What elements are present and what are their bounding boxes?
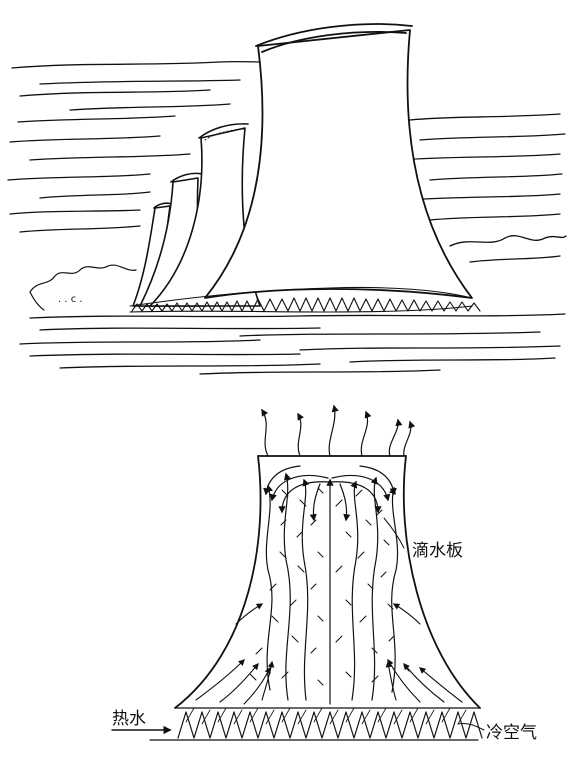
exhaust-arrows bbox=[261, 404, 416, 457]
sky-clouds bbox=[7, 60, 567, 263]
tower-base-zigzag bbox=[129, 286, 481, 313]
ground-water-lines bbox=[19, 313, 566, 375]
tower-section-outline bbox=[174, 455, 481, 709]
internal-air-flow-lines bbox=[265, 472, 399, 705]
landscape-scene: . . c . bbox=[7, 23, 567, 375]
base-zigzag-inlet bbox=[149, 707, 483, 741]
cross-section-diagram: 滴水板 热水 冷空气 bbox=[111, 404, 537, 743]
distant-trees: . . c . bbox=[29, 264, 137, 311]
cold-air-label: 冷空气 bbox=[486, 723, 537, 743]
hot-water-label: 热水 bbox=[112, 709, 146, 729]
label-leaders bbox=[383, 517, 485, 731]
svg-text:. . c .: . . c . bbox=[58, 294, 83, 305]
drip-plate-label: 滴水板 bbox=[412, 541, 463, 561]
lower-inflow-arrows bbox=[195, 603, 463, 705]
top-arch-arrows bbox=[263, 465, 397, 522]
drip-plates bbox=[249, 487, 410, 686]
cooling-tower-1 bbox=[204, 23, 473, 299]
